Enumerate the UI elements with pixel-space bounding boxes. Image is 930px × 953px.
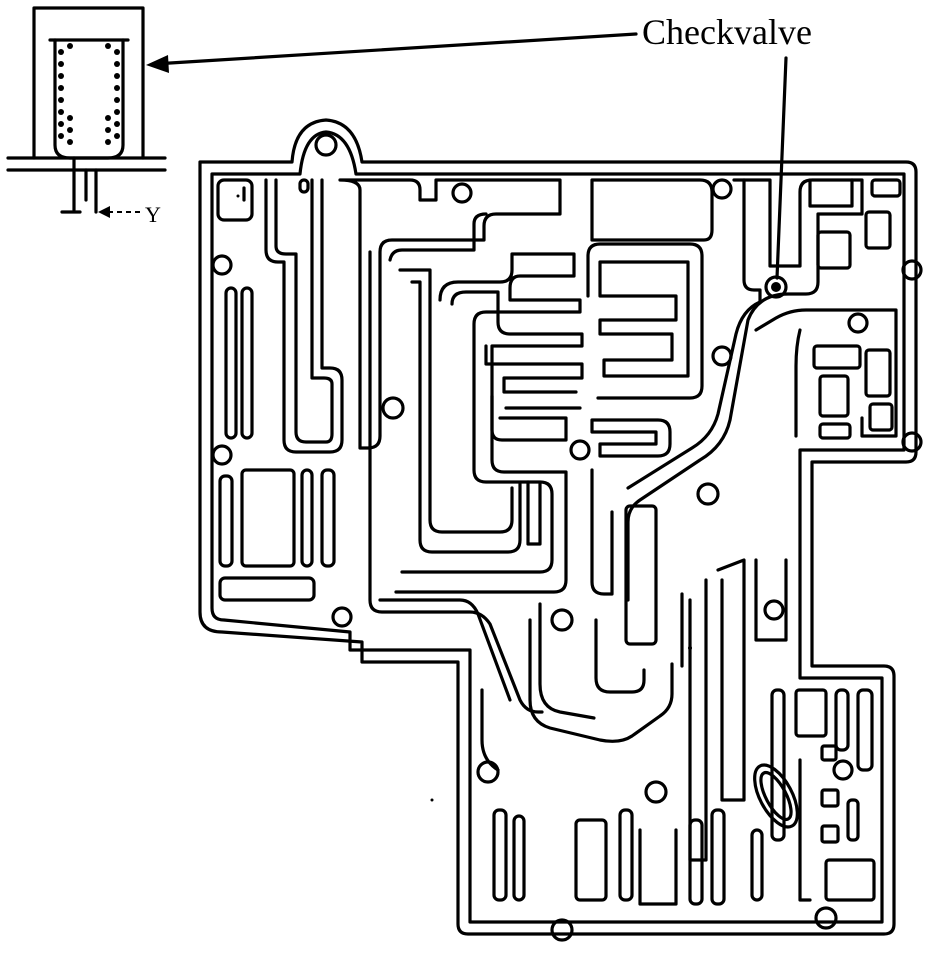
plate-outer-edge <box>198 118 918 936</box>
inset-checkball-cup <box>53 38 125 160</box>
inset-spring-dots <box>58 43 120 145</box>
leader-line-to-checkvalve <box>775 56 788 280</box>
checkvalve-label: Checkvalve <box>642 12 812 52</box>
inset-housing <box>32 6 145 160</box>
leader-line-to-inset <box>152 32 638 66</box>
inset-dimension-label: Y <box>145 202 161 227</box>
plate-inner-edge <box>210 130 906 924</box>
inset-port-left <box>72 156 88 212</box>
checkvalve-location-marker <box>764 275 788 299</box>
inset-dimension-arrowhead <box>98 206 110 218</box>
checkvalve-callout: Checkvalve <box>146 12 812 299</box>
separator-plate <box>198 118 918 936</box>
checkvalve-inset: Y <box>6 6 167 227</box>
oil-passages <box>216 178 902 906</box>
leader-arrowhead <box>146 55 169 73</box>
